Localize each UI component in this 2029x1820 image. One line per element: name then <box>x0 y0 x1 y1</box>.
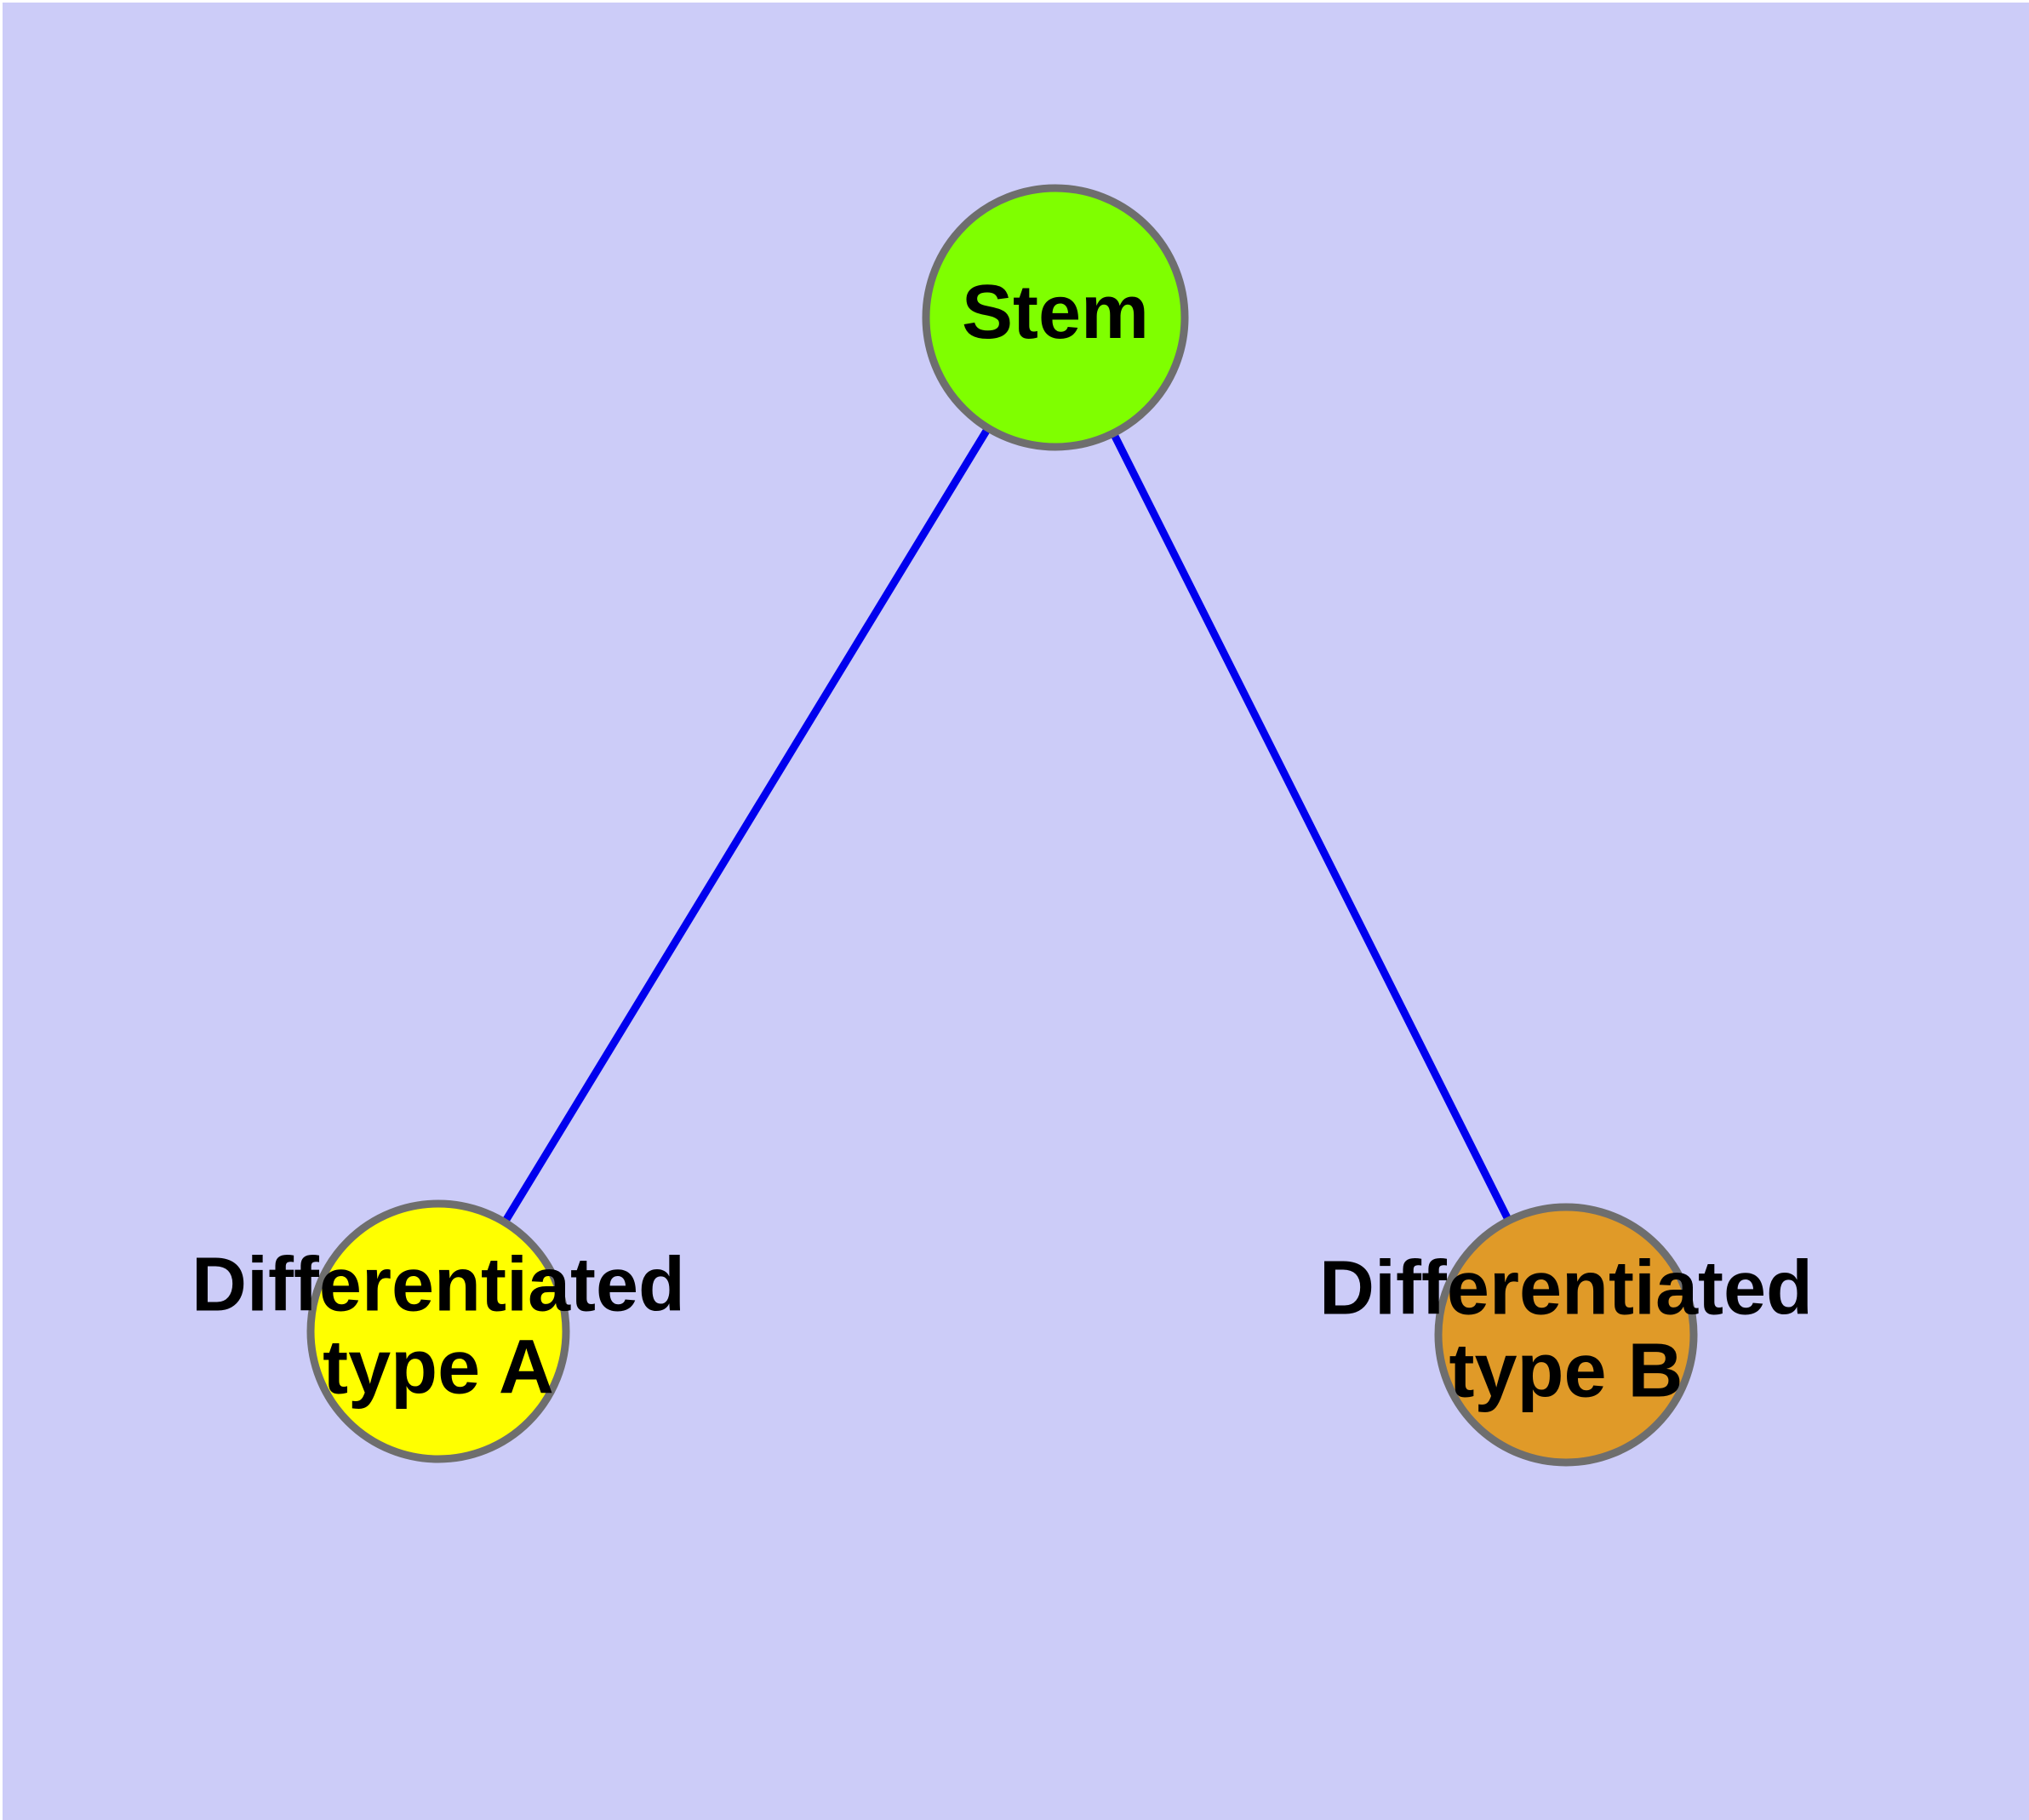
node-label-line: Stem <box>962 270 1149 355</box>
edge-stem-to-differentiated-type-b[interactable] <box>1108 427 1514 1227</box>
edge-stem-to-differentiated-type-a[interactable] <box>500 422 993 1228</box>
node-label-line: type B <box>1449 1328 1683 1413</box>
node-stem-circle[interactable] <box>922 184 1189 451</box>
node-differentiated-type-b-circle[interactable] <box>1434 1203 1698 1467</box>
node-layer <box>306 184 1698 1467</box>
edge-layer <box>500 422 1514 1228</box>
node-differentiated-type-b[interactable] <box>1434 1203 1698 1467</box>
node-label-line: Differentiated <box>191 1242 685 1327</box>
node-label-line: Differentiated <box>1319 1245 1813 1331</box>
node-differentiated-type-a[interactable] <box>306 1199 570 1463</box>
node-stem[interactable] <box>922 184 1189 451</box>
node-differentiated-type-a-circle[interactable] <box>306 1199 570 1463</box>
node-stem-label: Stem <box>962 270 1149 355</box>
node-label-line: type A <box>323 1325 554 1410</box>
